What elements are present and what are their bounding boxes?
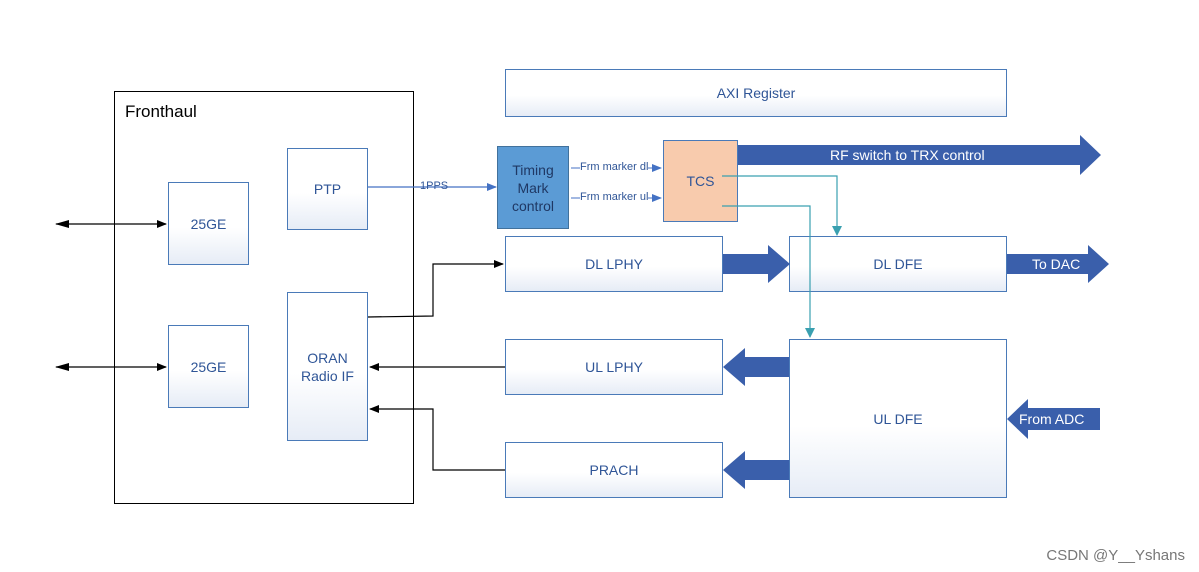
prach-box: PRACH bbox=[505, 442, 723, 498]
oran-radio-if-box: ORAN Radio IF bbox=[287, 292, 368, 441]
dl-dfe-label: DL DFE bbox=[873, 256, 923, 272]
ge-bottom-box: 25GE bbox=[168, 325, 249, 408]
rf-switch-arrow bbox=[738, 135, 1101, 175]
dl-dfe-box: DL DFE bbox=[789, 236, 1007, 292]
ptp-box: PTP bbox=[287, 148, 368, 230]
tcs-to-ul-dfe-link bbox=[722, 205, 815, 338]
dl-lphy-label: DL LPHY bbox=[585, 256, 643, 272]
ul-dfe-box: UL DFE bbox=[789, 339, 1007, 498]
from-adc-label: From ADC bbox=[1019, 411, 1085, 427]
from-adc-arrow bbox=[1007, 399, 1100, 439]
oran-to-dl-lphy-link bbox=[367, 260, 504, 318]
oran-label-line1: ORAN bbox=[307, 349, 348, 366]
frm-marker-ul-label: Frm marker ul bbox=[580, 191, 649, 203]
ul-dfe-to-prach-arrow bbox=[723, 451, 789, 489]
axi-register-box: AXI Register bbox=[505, 69, 1007, 117]
axi-register-label: AXI Register bbox=[716, 85, 796, 101]
timing-label-line1: Timing bbox=[512, 161, 554, 178]
oran-label-line2: Radio IF bbox=[301, 367, 354, 384]
frm-marker-dl-label: Frm marker dl bbox=[580, 161, 649, 173]
timing-mark-control-box: Timing Mark control bbox=[497, 146, 569, 229]
ptp-label: PTP bbox=[313, 181, 342, 197]
dl-lphy-box: DL LPHY bbox=[505, 236, 723, 292]
to-dac-arrow bbox=[1007, 245, 1109, 283]
ge-top-box: 25GE bbox=[168, 182, 249, 265]
tcs-to-dl-dfe-link bbox=[722, 175, 842, 236]
to-dac-label: To DAC bbox=[1032, 256, 1081, 272]
rf-switch-label: RF switch to TRX control bbox=[830, 147, 985, 163]
ge-top-label: 25GE bbox=[190, 215, 227, 232]
watermark: CSDN @Y__Yshans bbox=[1046, 547, 1185, 564]
pps-label: 1PPS bbox=[420, 180, 449, 192]
ul-dfe-to-ul-lphy-arrow bbox=[723, 348, 789, 386]
ul-lphy-label: UL LPHY bbox=[585, 359, 643, 375]
prach-to-oran-link bbox=[369, 405, 505, 471]
timing-label-line3: control bbox=[511, 197, 555, 214]
tcs-label: TCS bbox=[686, 173, 715, 189]
dl-lphy-to-dl-dfe-arrow bbox=[723, 245, 790, 283]
ge-bottom-label: 25GE bbox=[190, 358, 227, 375]
fronthaul-title: Fronthaul bbox=[125, 102, 197, 121]
ul-dfe-label: UL DFE bbox=[873, 410, 923, 427]
timing-label-line2: Mark bbox=[517, 179, 549, 196]
prach-label: PRACH bbox=[589, 462, 639, 478]
ul-lphy-box: UL LPHY bbox=[505, 339, 723, 395]
tcs-box: TCS bbox=[663, 140, 738, 222]
